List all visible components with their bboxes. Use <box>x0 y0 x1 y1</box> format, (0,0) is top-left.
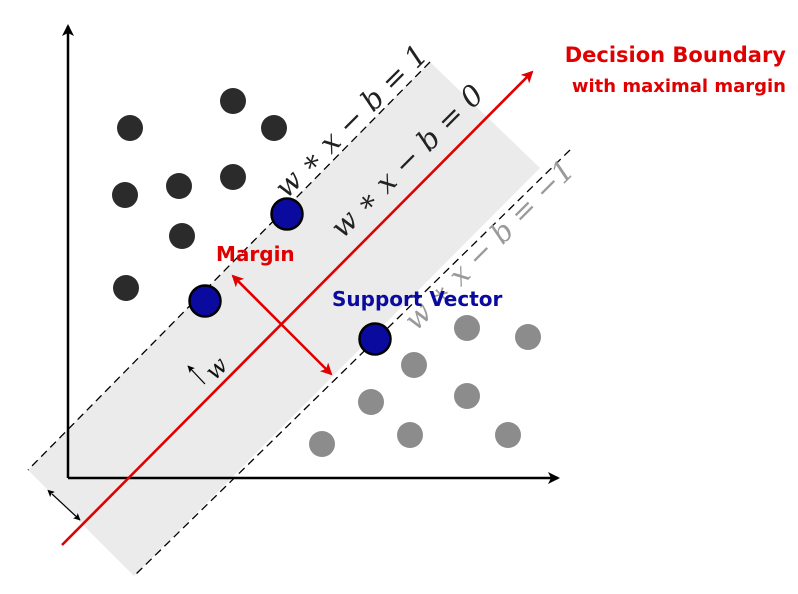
support-vector-point <box>270 197 304 231</box>
class-a-point <box>166 173 192 199</box>
class-b-point <box>358 389 384 415</box>
margin-arrow <box>231 274 283 326</box>
lower-margin-line <box>133 149 571 577</box>
class-a-point <box>112 182 138 208</box>
class-b-point <box>309 431 335 457</box>
decision-boundary-line <box>61 70 534 546</box>
class-a-point <box>261 115 287 141</box>
decision-boundary-subtitle: with maximal margin <box>572 76 786 97</box>
class-b-point <box>495 422 521 448</box>
upper-margin-line <box>27 61 431 471</box>
class-b-point <box>401 352 427 378</box>
support-vectors <box>188 197 392 356</box>
support-vector-point <box>188 284 222 318</box>
class-b-point <box>454 315 480 341</box>
class-b-points <box>309 315 541 457</box>
class-a-point <box>113 275 139 301</box>
support-vector-point <box>358 322 392 356</box>
class-a-point <box>220 88 246 114</box>
w-vector-arrow <box>187 365 206 385</box>
class-b-point <box>515 324 541 350</box>
class-a-point <box>169 223 195 249</box>
margin-label: Margin <box>216 242 295 266</box>
support-vector-label: Support Vector <box>332 287 503 311</box>
decision-boundary-title: Decision Boundary <box>565 43 787 67</box>
class-a-point <box>220 164 246 190</box>
margin-band <box>28 62 540 576</box>
class-b-point <box>454 383 480 409</box>
margin-arrow <box>281 324 333 376</box>
class-a-point <box>117 115 143 141</box>
offset-arrow <box>47 489 81 521</box>
class-a-points <box>112 88 287 301</box>
class-b-point <box>397 422 423 448</box>
